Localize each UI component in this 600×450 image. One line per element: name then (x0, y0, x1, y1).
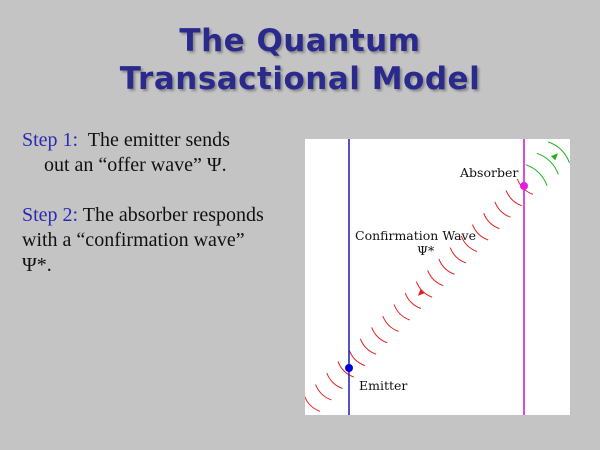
step-2-line-1: The absorber responds (82, 204, 264, 226)
offer-wave-arc (337, 361, 354, 378)
step-1-label: Step 1: (22, 129, 79, 151)
confirmation-wave-symbol: Ψ* (417, 243, 435, 258)
offer-wave-arc (494, 201, 511, 218)
confirmation-wave-arc (525, 164, 548, 186)
offer-wave-arc (382, 315, 399, 332)
step-1-line-1: The emitter sends (87, 129, 230, 151)
wave-arcs (305, 141, 570, 415)
offer-wave-arc (393, 304, 410, 321)
title-line-1: The Quantum (179, 23, 421, 59)
step-2-label: Step 2: (22, 204, 79, 226)
offer-wave-arc (359, 338, 377, 355)
offer-wave-arc (315, 384, 332, 401)
offer-wave-arc (449, 247, 466, 264)
offer-wave-arc (404, 292, 422, 309)
offer-wave-arc (438, 258, 455, 275)
emitter-label: Emitter (359, 378, 407, 393)
offer-wave-arc (348, 350, 366, 367)
step-2-line-3: Ψ*. (22, 254, 52, 276)
offer-wave-arc (326, 372, 343, 389)
offer-wave-arc (472, 224, 489, 241)
confirmation-wave-arc (547, 141, 570, 164)
offer-wave-arc (460, 235, 478, 252)
confirmation-wave-label: Confirmation Wave (355, 228, 476, 243)
step-1-text: Step 1: The emitter sends out an “offer … (22, 128, 230, 178)
step-1-line-2: out an “offer wave” Ψ. (44, 154, 227, 176)
offer-wave-arc (427, 270, 444, 287)
confirmation-wave-arrow (417, 288, 425, 296)
offer-wave-arc (305, 407, 309, 415)
offer-wave-arc (305, 396, 321, 412)
emitter-dot (345, 364, 353, 372)
absorber-label: Absorber (459, 165, 518, 180)
transaction-diagram: Absorber Emitter Confirmation Wave Ψ* (305, 139, 570, 415)
title-line-2: Transactional Model (119, 61, 481, 97)
step-2-line-2: with a “confirmation wave” (22, 229, 245, 251)
offer-wave-arc (483, 213, 500, 230)
confirmation-wave-arc (536, 152, 559, 175)
step-2-text: Step 2: The absorber responds with a “co… (22, 203, 322, 278)
offer-wave-arc (371, 327, 388, 344)
diagram-svg: Absorber Emitter Confirmation Wave Ψ* (305, 139, 570, 415)
slide-title: The Quantum Transactional Model (0, 22, 600, 98)
offer-wave-arc (505, 190, 522, 207)
absorber-dot (520, 182, 528, 190)
outgoing-wave-arrow (550, 153, 559, 161)
